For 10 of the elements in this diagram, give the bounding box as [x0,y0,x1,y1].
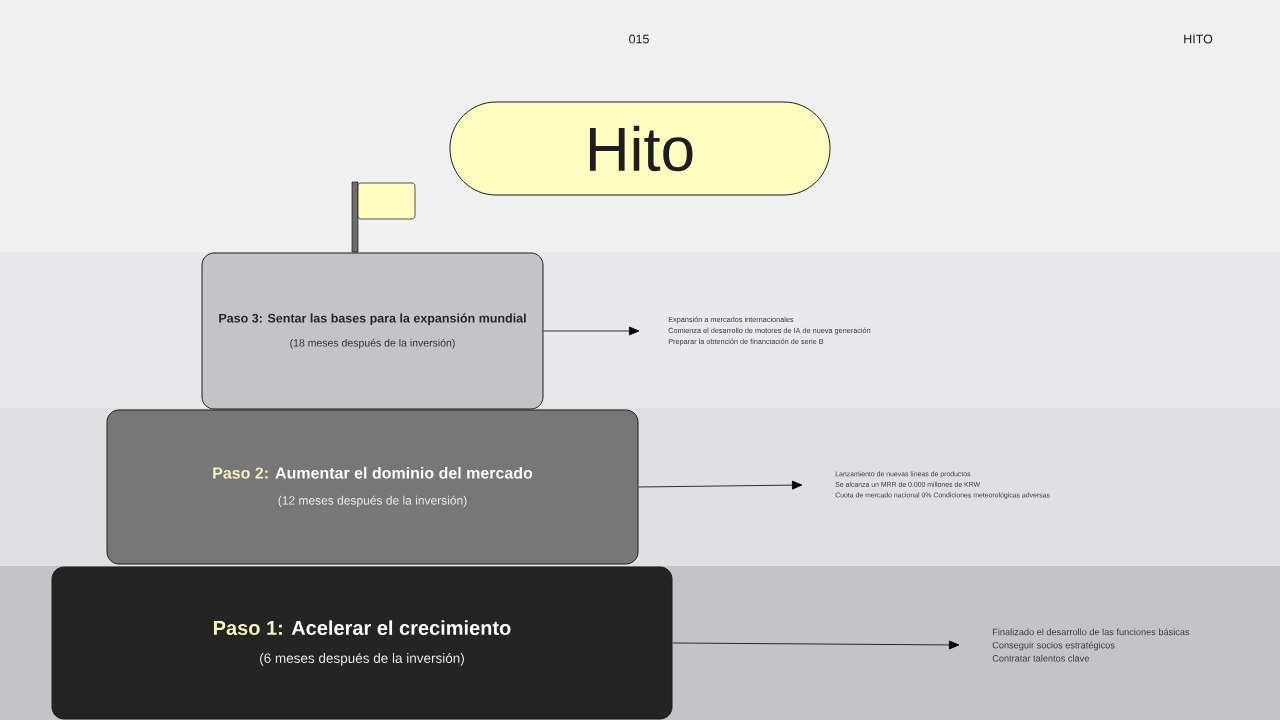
title-pill: Hito [449,101,831,196]
milestone-list: Finalizado el desarrollo de las funciones básicas Conseguir socios estratégicos Contratar talentos clave [992,628,1190,662]
arrow [672,640,960,650]
arrow [543,326,640,336]
section-label: HITO [1184,34,1213,44]
step-box: Paso 1: Acelerar el crecimiento (6 meses después de la inversión) [51,566,673,720]
page-number: 015 [629,34,649,44]
arrow [638,480,803,490]
step-box: Paso 2: Aumentar el dominio del mercado (12 meses después de la inversión) [106,409,639,565]
step-box: Paso 3: Sentar las bases para la expansión mundial (18 meses después de la inversión) [201,252,544,410]
